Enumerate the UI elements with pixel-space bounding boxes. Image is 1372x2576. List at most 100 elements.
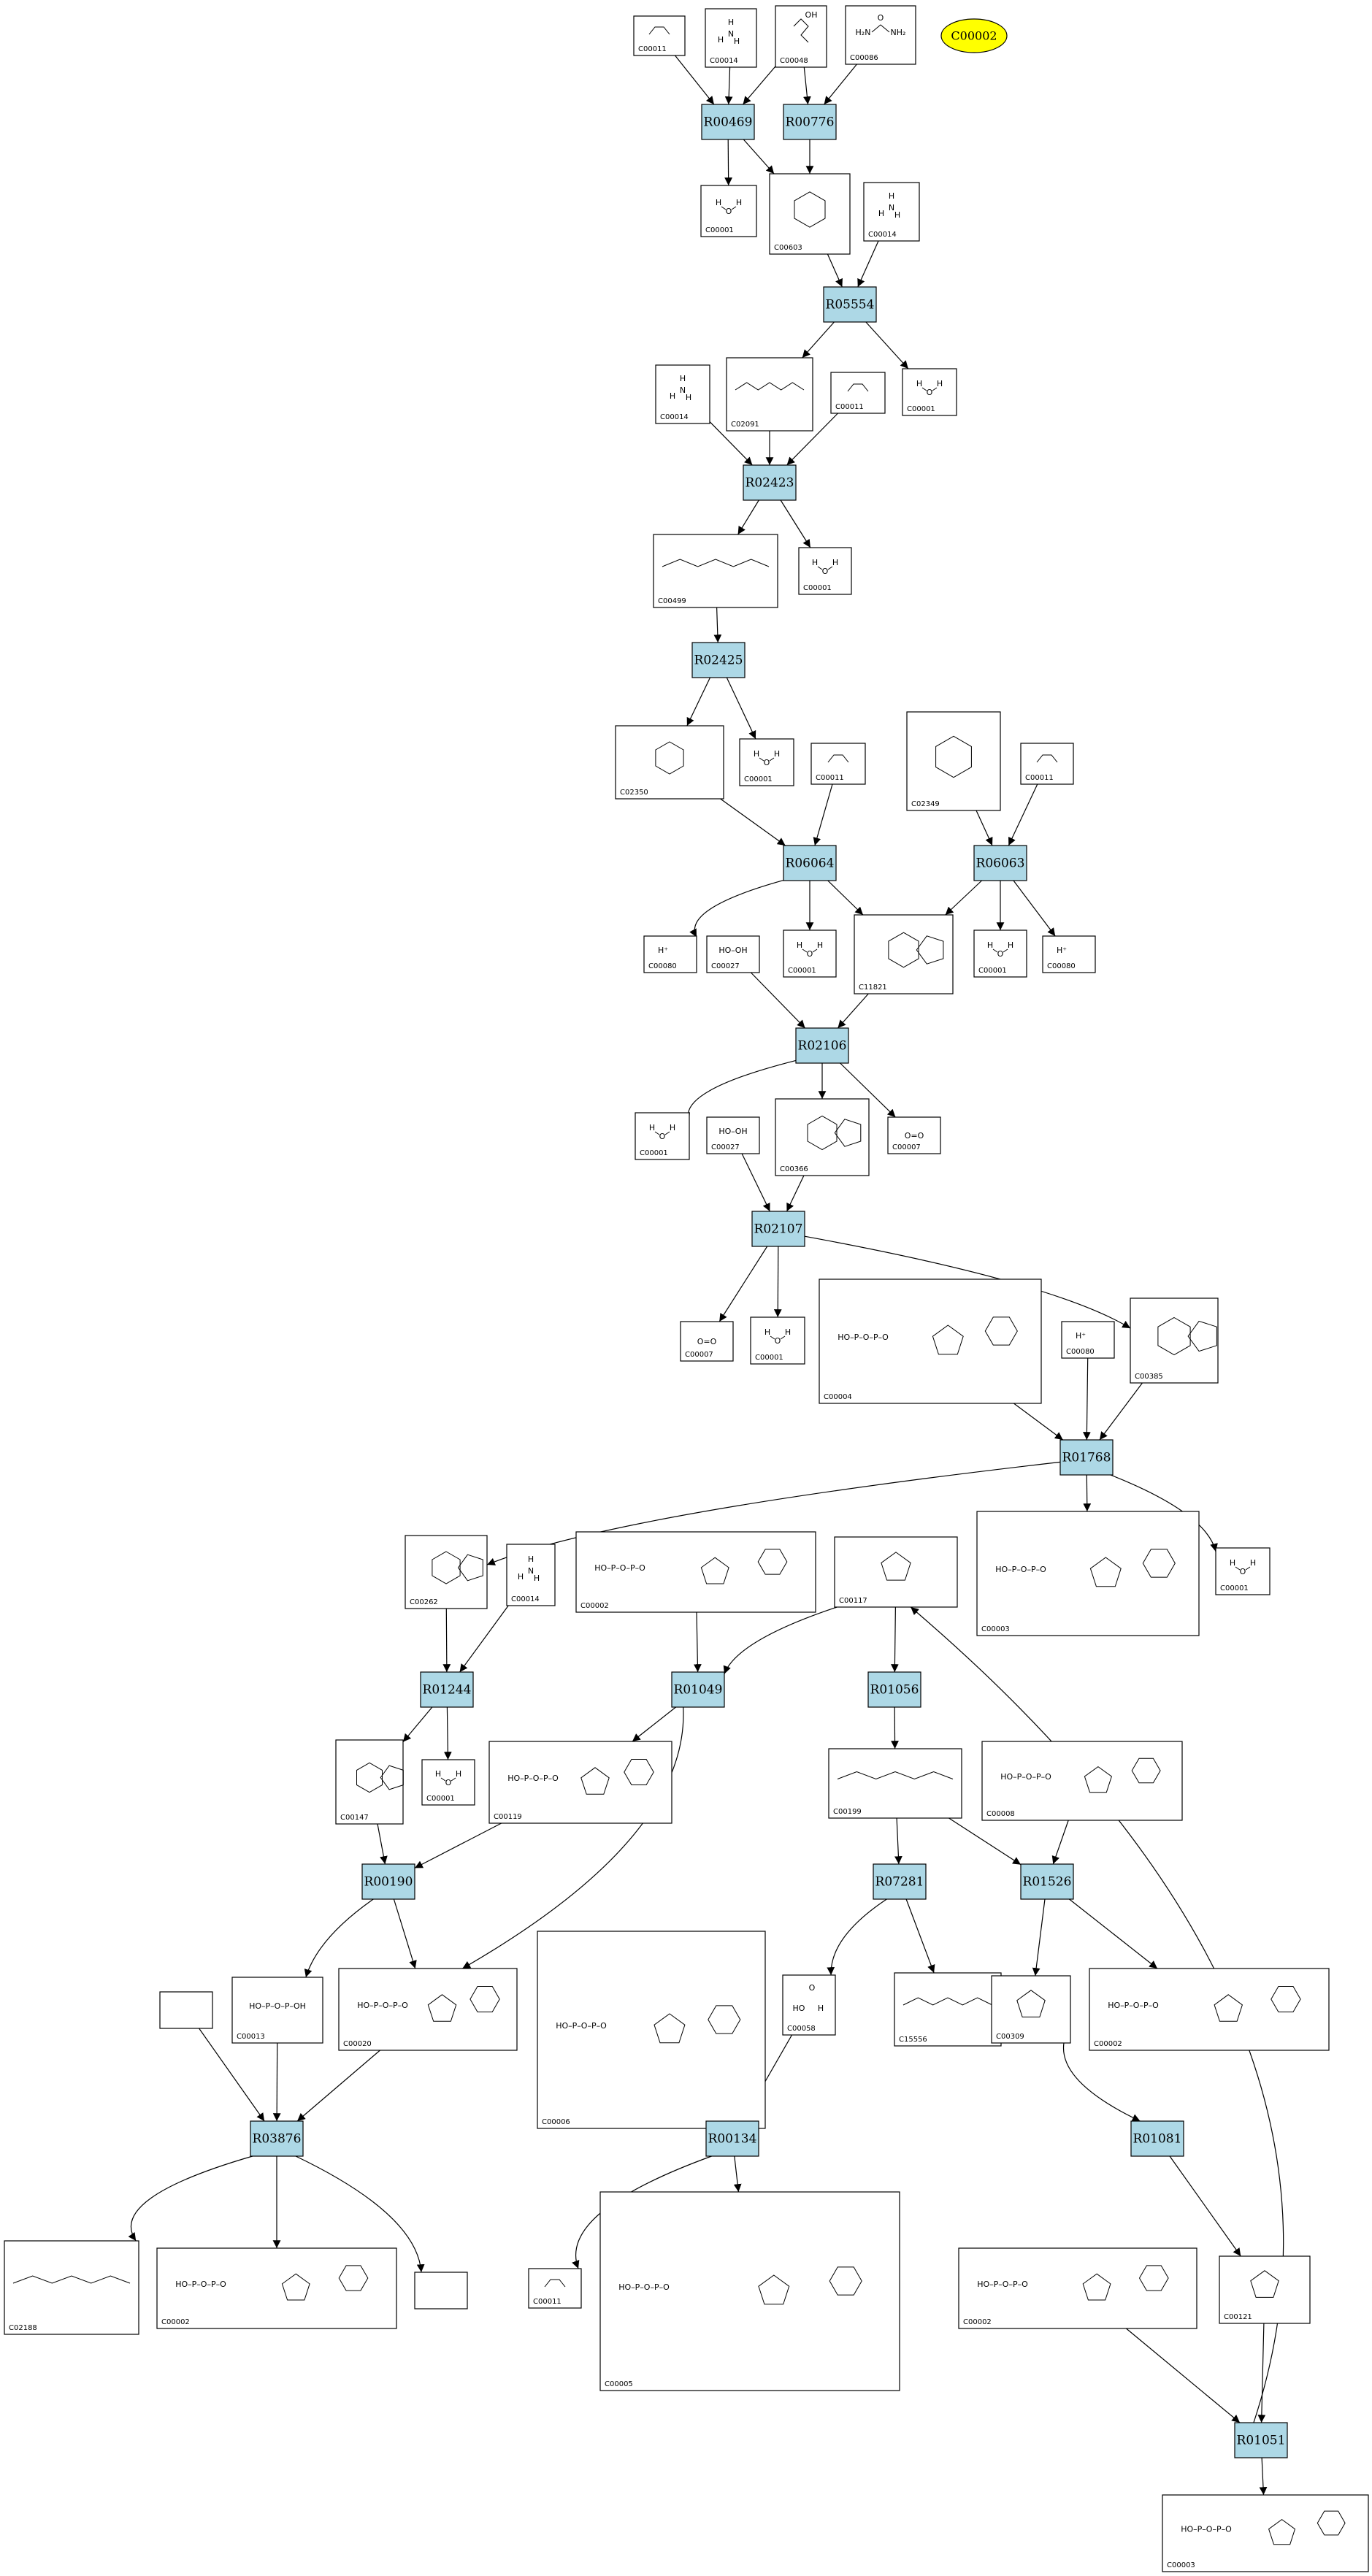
compound-box[interactable] (834, 1536, 958, 1608)
compound-box[interactable] (798, 547, 852, 595)
reaction-node[interactable]: R00776 (783, 104, 837, 140)
reaction-box[interactable] (705, 2120, 759, 2157)
compound-box[interactable] (653, 534, 778, 608)
reaction-box[interactable] (795, 1027, 849, 1064)
compound-box[interactable] (726, 357, 813, 432)
reaction-box[interactable] (250, 2120, 304, 2157)
compound-box[interactable] (1020, 743, 1074, 785)
reaction-node[interactable]: R01768 (1059, 1439, 1114, 1476)
compound-box[interactable] (819, 1279, 1042, 1404)
compound-box[interactable] (1089, 1968, 1330, 2051)
compound-box[interactable] (887, 1116, 941, 1154)
reaction-node[interactable]: R06063 (973, 845, 1027, 881)
compound-box[interactable] (575, 1531, 816, 1613)
reaction-node[interactable]: R07281 (873, 1863, 927, 1900)
compound-box[interactable] (335, 1739, 404, 1825)
reaction-box[interactable] (973, 845, 1027, 881)
compound-box[interactable] (643, 935, 697, 973)
reaction-box[interactable] (1234, 2422, 1288, 2458)
reaction-box[interactable] (1130, 2120, 1184, 2157)
compound-box[interactable] (231, 1977, 323, 2044)
compound-box[interactable] (775, 1098, 870, 1176)
compound-box[interactable] (706, 1116, 760, 1154)
reaction-node[interactable]: R01526 (1020, 1863, 1074, 1900)
compound-box[interactable] (1162, 2494, 1369, 2572)
reaction-node[interactable]: R02423 (743, 464, 797, 501)
compound-box[interactable] (528, 2268, 582, 2309)
compound-box[interactable] (159, 1991, 213, 2029)
compound-node[interactable]: C00117 (834, 1536, 958, 1608)
compound-box[interactable] (633, 15, 686, 56)
compound-box[interactable] (769, 173, 851, 255)
compound-box[interactable] (830, 372, 886, 414)
compound-box[interactable] (973, 929, 1027, 978)
compound-node[interactable]: C00309 (991, 1975, 1071, 2044)
compound-box[interactable] (783, 929, 837, 978)
compound-box[interactable] (1061, 1321, 1115, 1359)
compound-box[interactable] (705, 8, 757, 68)
compound-node[interactable]: H⁺C00080 (643, 935, 697, 973)
compound-node[interactable]: C15556 (894, 1972, 1002, 2047)
reaction-node[interactable]: R05554 (823, 286, 877, 323)
compound-node[interactable]: C02350 (615, 725, 724, 800)
compound-box[interactable] (680, 1321, 734, 1362)
compound-box[interactable] (615, 725, 724, 800)
reaction-node[interactable]: R01051 (1234, 2422, 1288, 2458)
reaction-box[interactable] (783, 845, 837, 881)
compound-node[interactable]: C00366 (775, 1098, 870, 1176)
reaction-box[interactable] (671, 1671, 725, 1708)
reaction-box[interactable] (867, 1671, 921, 1708)
compound-box[interactable] (863, 182, 920, 242)
compound-box[interactable] (991, 1975, 1071, 2044)
compound-box[interactable] (976, 1511, 1200, 1636)
compound-node[interactable]: C02091 (726, 357, 813, 432)
compound-node[interactable]: C00199 (828, 1748, 962, 1819)
compound-box[interactable] (894, 1972, 1002, 2047)
reaction-node[interactable]: R00190 (361, 1863, 415, 1900)
highlight-node[interactable]: C00002 (940, 18, 1008, 53)
reaction-node[interactable]: R00469 (701, 104, 755, 140)
compound-node[interactable]: H⁺C00080 (1042, 935, 1096, 973)
reaction-box[interactable] (420, 1671, 474, 1708)
compound-node[interactable] (159, 1991, 213, 2029)
compound-box[interactable] (599, 2191, 900, 2391)
compound-box[interactable] (338, 1968, 518, 2051)
reaction-box[interactable] (1059, 1439, 1114, 1476)
compound-box[interactable] (958, 2247, 1197, 2329)
compound-node[interactable]: C00262 (405, 1535, 488, 1609)
reaction-box[interactable] (701, 104, 755, 140)
compound-box[interactable] (414, 2272, 468, 2309)
compound-node[interactable]: C00011 (830, 372, 886, 414)
compound-box[interactable] (156, 2247, 397, 2329)
compound-box[interactable] (537, 1931, 766, 2129)
compound-node[interactable]: C00011 (633, 15, 686, 56)
compound-box[interactable] (750, 1316, 805, 1365)
compound-box[interactable] (1042, 935, 1096, 973)
compound-box[interactable] (421, 1759, 475, 1806)
compound-box[interactable] (706, 935, 760, 973)
reaction-node[interactable]: R01056 (867, 1671, 921, 1708)
reaction-box[interactable] (743, 464, 797, 501)
compound-box[interactable] (854, 914, 954, 994)
reaction-box[interactable] (783, 104, 837, 140)
reaction-box[interactable] (751, 1211, 805, 1247)
reaction-node[interactable]: R01244 (420, 1671, 474, 1708)
compound-box[interactable] (655, 364, 710, 424)
